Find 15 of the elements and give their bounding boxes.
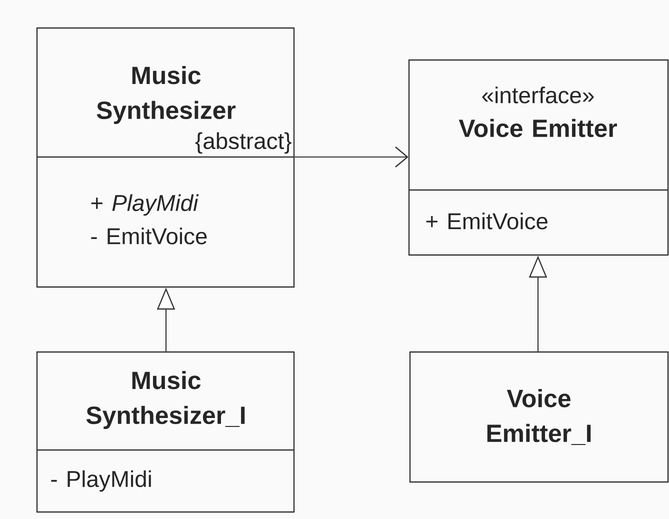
class-name: Music Synthesizer (96, 66, 236, 124)
operation-text: + EmitVoice (426, 212, 548, 230)
class-name: Voice Emitter (458, 118, 617, 138)
class-name: Music Synthesizer_I (86, 370, 245, 430)
operation-text: - EmitVoice (91, 228, 207, 244)
constraint-text: {abstract} (195, 132, 292, 154)
operation-text: - PlayMidi (51, 470, 151, 492)
class-box (36, 27, 295, 288)
class-box (408, 59, 669, 256)
arrow (294, 146, 408, 168)
class-box (409, 351, 669, 483)
operation-text: + PlayMidi (91, 194, 199, 216)
class-name: Voice Emitter_I (487, 389, 591, 445)
class-box (36, 351, 295, 513)
stereotype-text: «interface» (482, 86, 594, 104)
